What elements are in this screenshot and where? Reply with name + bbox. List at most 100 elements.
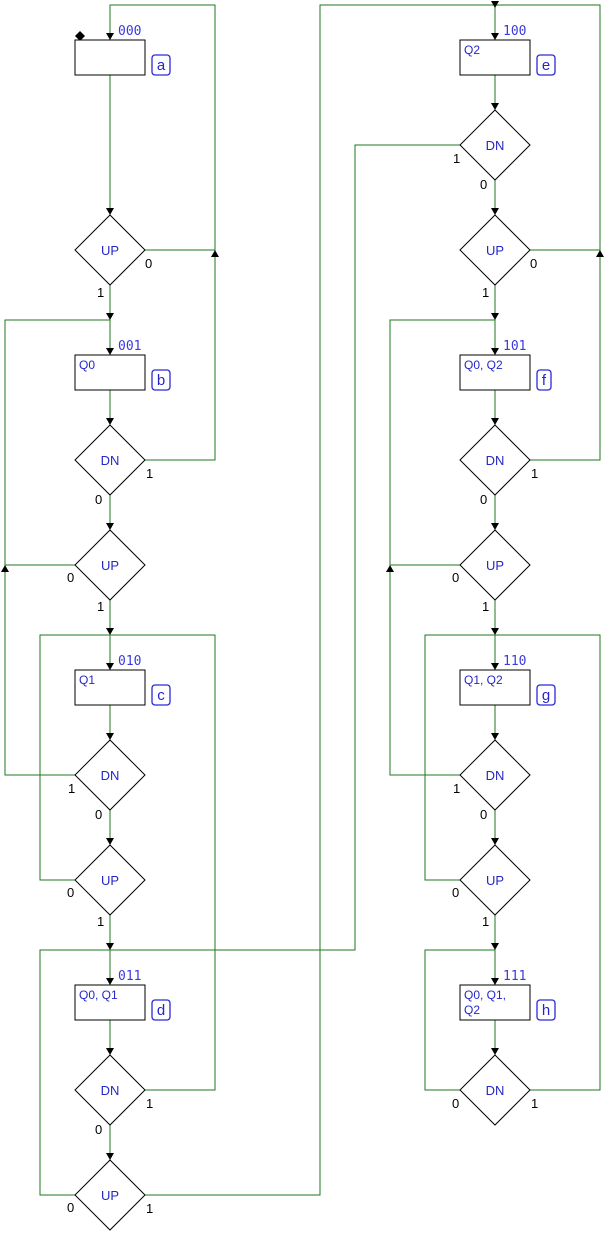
arrow-down-icon	[491, 838, 499, 845]
state-outputs: Q0	[79, 358, 95, 372]
arrow-down-icon	[491, 418, 499, 425]
edge-label-true: 1	[97, 285, 104, 300]
edge-label-true: 1	[68, 781, 75, 796]
arrow-down-icon	[106, 208, 114, 215]
state-outputs: Q0, Q1,	[464, 988, 506, 1002]
state-label: f	[542, 372, 547, 389]
state-outputs-line2: Q2	[464, 1003, 480, 1017]
arrow-down-icon	[106, 418, 114, 425]
arrow-down-icon	[106, 1048, 114, 1055]
state-e: 100 Q2 e	[459, 24, 556, 76]
edge-label-true: 1	[97, 599, 104, 614]
arrow-down-icon	[106, 838, 114, 845]
decision-d-up: UP 0 1	[67, 1159, 153, 1231]
wire-d-dn-true	[110, 634, 216, 1091]
edge-label-false: 0	[67, 885, 74, 900]
edge-label-false: 0	[67, 570, 74, 585]
decision-condition: UP	[101, 1188, 119, 1203]
arrow-down-icon	[491, 348, 499, 355]
decision-condition: DN	[101, 768, 120, 783]
state-code: 010	[118, 654, 141, 669]
decision-c-dn: DN 1 0	[68, 739, 146, 822]
state-label: e	[542, 57, 550, 74]
edge-label-true: 1	[453, 781, 460, 796]
arrow-down-icon	[491, 1048, 499, 1055]
wire-e-dn-true	[110, 144, 460, 951]
wire-h-dn-true	[495, 634, 601, 1091]
state-code: 100	[503, 24, 526, 39]
edge-label-true: 1	[482, 285, 489, 300]
state-d: 011 Q0, Q1 d	[74, 969, 171, 1021]
wire-g-dn-true	[389, 565, 460, 776]
arrow-down-icon	[491, 523, 499, 530]
arrow-up-icon	[211, 250, 219, 257]
arrow-up-icon	[1, 565, 9, 572]
arrow-down-icon	[491, 978, 499, 985]
wire-d-up-true	[145, 4, 496, 1196]
arrowheads	[1, 1, 604, 1160]
edge-label-true: 1	[146, 466, 153, 481]
decision-f-dn: DN 1 0	[459, 424, 538, 507]
decision-b-up: UP 0 1	[67, 529, 146, 614]
decision-condition: UP	[486, 558, 504, 573]
edge-label-true: 1	[453, 151, 460, 166]
decision-e-up: UP 0 1	[459, 214, 537, 300]
arrow-down-icon	[491, 103, 499, 110]
arrow-down-icon	[491, 1, 499, 8]
arrow-down-icon	[106, 943, 114, 950]
arrow-down-icon	[106, 628, 114, 635]
edge-label-false: 0	[452, 1096, 459, 1111]
state-outputs: Q2	[464, 43, 480, 57]
arrow-up-icon	[596, 250, 604, 257]
edge-label-true: 1	[482, 914, 489, 929]
edge-label-true: 1	[97, 914, 104, 929]
edge-label-true: 1	[482, 599, 489, 614]
state-a: 000 a	[74, 24, 171, 76]
decision-condition: DN	[101, 453, 120, 468]
arrow-down-icon	[491, 943, 499, 950]
arrow-down-icon	[491, 313, 499, 320]
state-label: h	[542, 1002, 550, 1019]
decision-condition: DN	[101, 1083, 120, 1098]
decision-condition: UP	[101, 558, 119, 573]
state-outputs: Q1	[79, 673, 95, 687]
state-label: a	[157, 57, 166, 74]
edge-label-true: 1	[146, 1096, 153, 1111]
arrow-down-icon	[491, 628, 499, 635]
state-c: 010 Q1 c	[74, 654, 171, 706]
decision-condition: DN	[486, 138, 505, 153]
diamond-bullet-icon	[75, 31, 85, 41]
arrow-down-icon	[106, 663, 114, 670]
arrow-up-icon	[386, 565, 394, 572]
state-h: 111 Q0, Q1, Q2 h	[459, 969, 556, 1021]
state-label: c	[157, 687, 165, 704]
decision-e-dn: DN 1 0	[453, 109, 531, 192]
decision-c-up: UP 0 1	[67, 844, 146, 929]
arrow-down-icon	[491, 733, 499, 740]
state-code: 111	[503, 969, 526, 984]
edge-label-false: 0	[67, 1200, 74, 1215]
decision-condition: UP	[486, 873, 504, 888]
arrow-down-icon	[106, 523, 114, 530]
state-f: 101 Q0, Q2 f	[459, 339, 552, 391]
edge-label-false: 0	[480, 807, 487, 822]
state-label: d	[157, 1002, 165, 1019]
state-code: 001	[118, 339, 141, 354]
wire-c-up-false	[39, 634, 110, 881]
decision-condition: UP	[486, 243, 504, 258]
decision-a-up: UP 0 1	[74, 214, 152, 300]
edge-label-false: 0	[95, 807, 102, 822]
decision-g-up: UP 0 1	[452, 844, 531, 929]
state-outputs: Q0, Q1	[79, 988, 118, 1002]
state-outputs: Q1, Q2	[464, 673, 503, 687]
edge-label-false: 0	[95, 492, 102, 507]
arrow-down-icon	[106, 1153, 114, 1160]
state-g: 110 Q1, Q2 g	[459, 654, 556, 706]
wire-b-dn-true	[145, 250, 216, 461]
wire-f-dn-true	[530, 250, 601, 461]
arrow-down-icon	[491, 663, 499, 670]
decision-condition: DN	[486, 1083, 505, 1098]
state-label: b	[157, 372, 165, 389]
state-code: 110	[503, 654, 526, 669]
arrow-down-icon	[491, 208, 499, 215]
